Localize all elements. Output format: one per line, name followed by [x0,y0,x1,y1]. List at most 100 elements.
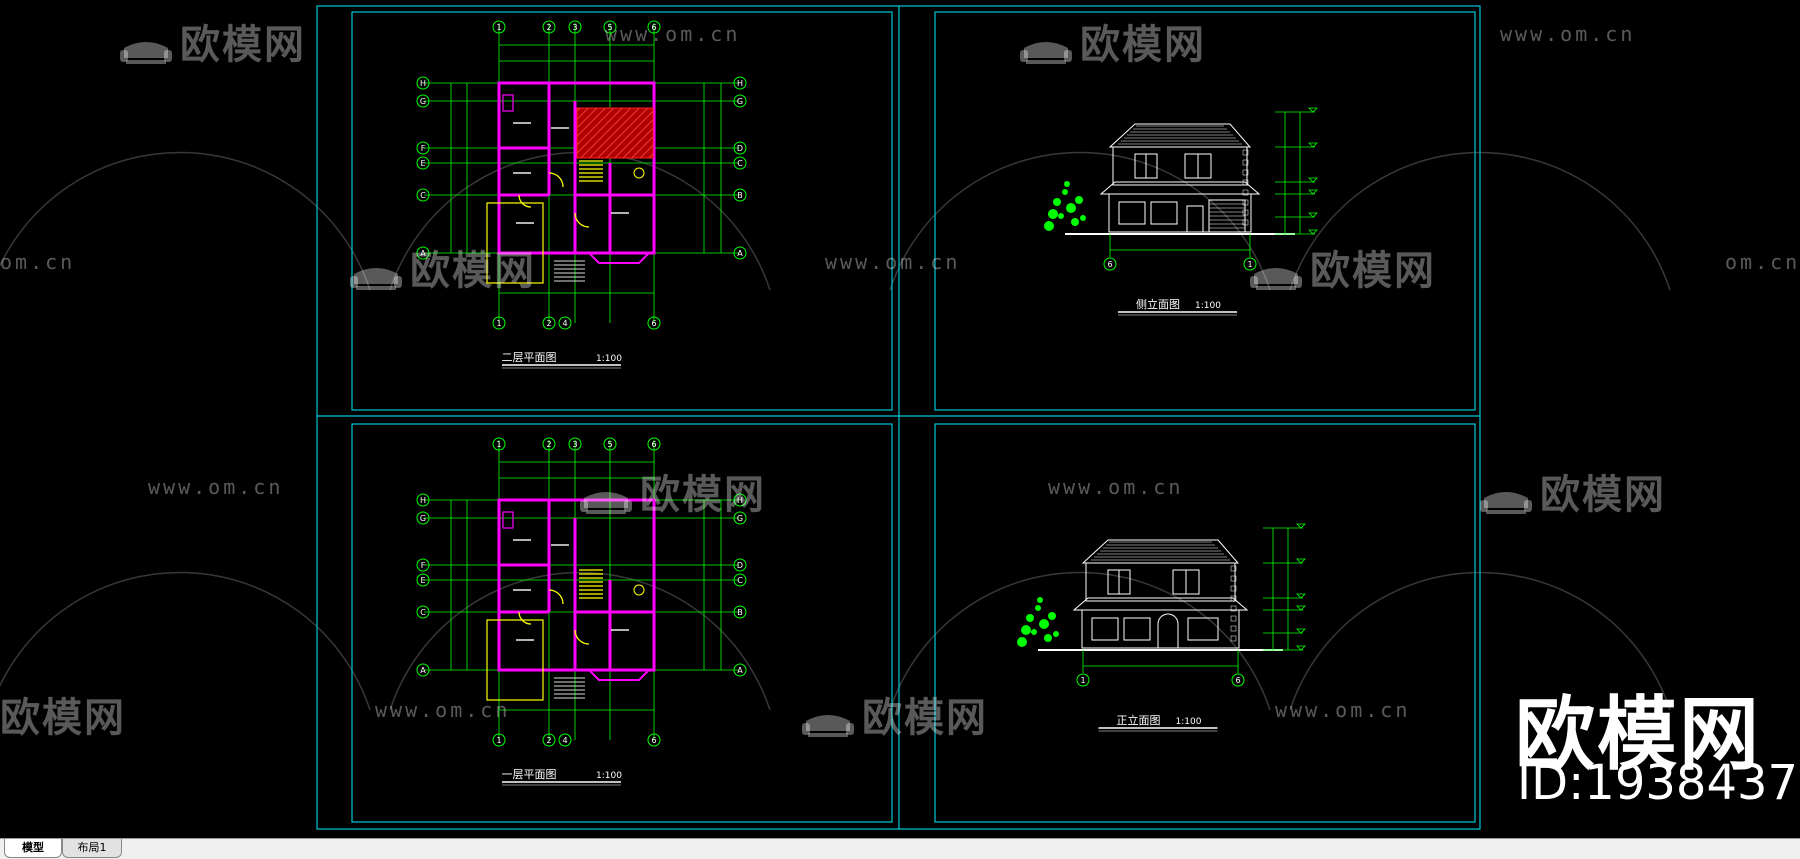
watermark-brand: 欧模网 [0,695,126,741]
grid-bubble-left [416,76,430,90]
tab-layout1[interactable]: 布局1 [62,839,122,858]
grid-label: C [737,576,743,585]
fixture [633,167,645,179]
watermark-url: www.om.cn [148,475,284,499]
grid-bubble [1231,673,1245,687]
grid-label: 6 [651,23,656,32]
watermark-url: www.om.cn [1275,698,1411,722]
watermark-url: om.cn [1725,250,1800,274]
watermark-brand: 欧模网 [1248,238,1436,296]
grid-bubble-top [492,20,506,34]
quoin [1242,149,1249,156]
grid-label: 1 [1080,676,1085,685]
quoin [1242,199,1249,206]
grid-bubble-right [733,573,747,587]
level-triangle [1296,558,1306,564]
elevation-lines [1038,539,1283,651]
grid-label: 2 [546,319,551,328]
foliage [1031,629,1037,635]
walls [497,81,656,255]
grid-bubble-right [733,511,747,525]
door-swing [574,212,590,228]
grid-bubble-right [733,76,747,90]
grid-bubble-top [603,437,617,451]
grid-label: 2 [546,736,551,745]
grid-label: 1 [496,23,501,32]
grid-label: H [420,79,426,88]
watermark-arc [389,571,771,711]
foliage [1021,625,1031,635]
lower-storey [1081,609,1240,649]
grid-label: 6 [1107,260,1112,269]
foliage [1053,631,1059,637]
quoin [1230,585,1237,592]
quoin [1242,169,1249,176]
grid-label: A [737,666,743,675]
grid-label: D [737,144,743,153]
grid-label: 1 [496,736,501,745]
lower-storey [1108,193,1252,233]
grid-bubble-bottom [647,316,661,330]
level-triangle [1296,523,1306,529]
terrace-outline [486,619,544,701]
grid-label: C [420,608,426,617]
sofa-logo-icon [800,705,856,737]
grid-bubble-left [416,573,430,587]
sheet-scale: 1:100 [596,771,622,781]
door-swing [574,629,590,645]
grid-bubble-right [733,246,747,260]
grid-bubble-bottom [558,316,572,330]
level-triangle [1308,107,1318,113]
grid-bubble-left [416,558,430,572]
grid-label: B [737,191,743,200]
watermark-brand: 欧模网 [118,12,306,70]
quoin [1242,189,1249,196]
grid-label: 3 [572,23,577,32]
sofa-logo-icon [1248,258,1304,290]
grid-bubble-left [416,493,430,507]
level-triangle [1308,142,1318,148]
grid-label: 4 [562,319,567,328]
grid-label: H [420,496,426,505]
grid-bubble-right [733,156,747,170]
tree [1044,181,1086,231]
grid-bubble-right [733,605,747,619]
foliage [1071,218,1079,226]
grid-bubble-left [416,246,430,260]
grid-label: 6 [651,440,656,449]
grid-label: F [421,561,426,570]
foliage [1026,614,1034,622]
tab-model[interactable]: 模型 [4,839,62,858]
grid-label: 6 [651,736,656,745]
level-triangle [1296,593,1306,599]
door-swing [548,589,564,605]
grid-bubble-top [492,437,506,451]
foliage [1058,213,1064,219]
sheet-title: 二层平面图 [502,351,557,364]
bay-window [588,252,650,264]
foliage [1048,209,1058,219]
grid-label: E [420,576,425,585]
level-triangle [1296,628,1306,634]
grid-label: F [421,144,426,153]
grid-bubble-left [416,511,430,525]
grid-bubble-top [568,437,582,451]
grid-bubble-left [416,94,430,108]
lower-eave [1072,597,1249,611]
quoin [1242,219,1249,226]
window [1150,201,1178,225]
sofa-logo-icon [1478,482,1534,514]
sheet-title: 侧立面图 [1136,297,1180,311]
foliage [1044,221,1054,231]
lower-eave [1099,181,1261,195]
grid-label: C [420,191,426,200]
grid-label: 1 [1247,260,1252,269]
bay-window [588,669,650,681]
grid-bubble [1243,257,1257,271]
foliage [1062,189,1068,195]
upper-roof [1108,123,1252,148]
grid-bubble-bottom [542,316,556,330]
grid-bubble [1103,257,1117,271]
